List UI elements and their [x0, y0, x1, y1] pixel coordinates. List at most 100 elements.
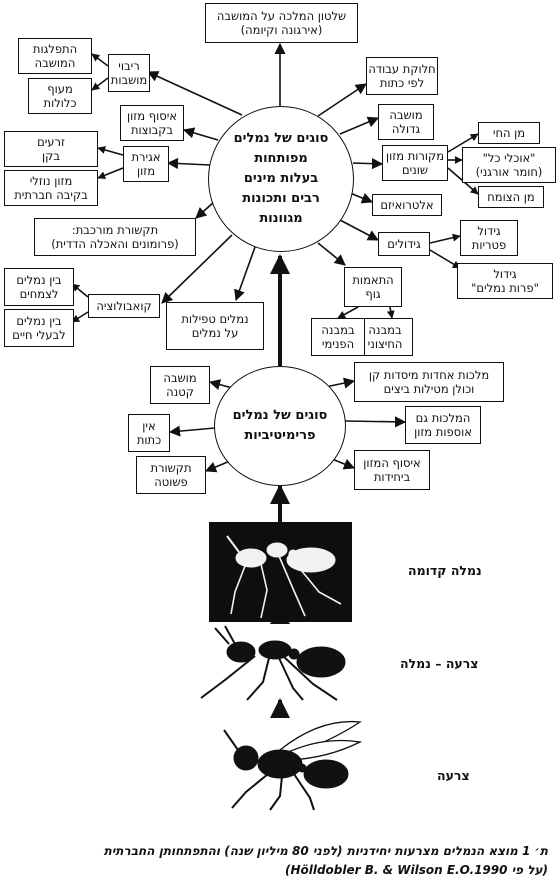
box-line: (אירגונה וקיומה) [240, 23, 323, 37]
box-line: מקורות מזון [386, 148, 444, 163]
primitive-circle-line: פרימיטיביות [244, 428, 316, 443]
advanced-circle-line: סוגים של נמלים [233, 130, 329, 146]
simple-communication-box: תקשורת פשוטה [136, 456, 206, 494]
box-line: גידול [493, 266, 517, 281]
advanced-circle-line: מפותחות [254, 150, 308, 166]
solitary-foraging-box: איסוף המזון ביחידות [354, 450, 430, 490]
fungus-farming-box: גידול פטריות [460, 220, 518, 256]
box-line: לצמחים [19, 287, 59, 301]
box-line: אוספות מזון [414, 425, 472, 439]
box-line: אלטרואיזם [380, 197, 434, 212]
box-line: במבנה [321, 322, 355, 337]
box-line: מן הצומח [487, 189, 535, 204]
box-line: קטנה [166, 385, 194, 399]
ants-animals-box: בין נמלים לבעלי חיים [4, 309, 74, 347]
box-line: (פרומונים והאכלה הדדית) [51, 237, 179, 251]
box-line: (חומר אורגני) [475, 165, 543, 179]
fossil-ant-icon [226, 535, 342, 619]
box-line: כלולות [43, 96, 77, 110]
box-line: וכולן מטילות ביצים [383, 382, 475, 396]
external-structure-box: במבנה החיצוני [357, 318, 413, 356]
primitive-ants-circle: סוגים של נמלים פרימיטיביות [214, 366, 346, 486]
box-line: גוף [365, 287, 381, 301]
no-castes-box: אין כתות [128, 414, 170, 452]
queens-founders-box: מלכות אחדות מיסדות קן וכולן מטילות ביצים [354, 362, 504, 402]
box-line: פשוטה [154, 475, 188, 489]
figure-caption-source: (על פי Hölldobler B. & Wilson E.O.1990) [284, 863, 548, 877]
primitive-circle-line: סוגים של נמלים [232, 407, 328, 423]
stage-label-wasp: צרעה [437, 768, 470, 783]
box-line: הפנימי [321, 337, 355, 351]
box-line: גדולה [391, 122, 421, 136]
box-line: איסוף המזון [363, 455, 421, 470]
box-line: בין נמלים [16, 313, 62, 328]
complex-communication-box: תקשורת מורכבת: (פרומונים והאכלה הדדית) [34, 218, 196, 256]
box-line: במבנה [368, 322, 402, 337]
box-line: מעוף [47, 81, 73, 96]
box-line: מן החי [492, 125, 526, 140]
division-of-labor-box: חלוקת עבודה לפי כתות [366, 57, 438, 95]
body-adaptation-box: התאמות גוף [344, 267, 402, 307]
advanced-circle-line: בעלות מינים [243, 170, 319, 186]
fossil-ant-image [209, 522, 352, 622]
seeds-in-nest-box: זרעים בקן [4, 131, 98, 167]
food-storage-box: אגירת מזון [123, 146, 169, 182]
box-line: לפי כתות [379, 76, 425, 90]
box-line: על נמלים [191, 326, 239, 340]
box-line: בקיבה חברתית [14, 188, 88, 202]
box-line: ביחידות [373, 470, 411, 484]
box-line: החיצוני [367, 337, 403, 351]
box-line: מושבה [389, 107, 423, 122]
box-line: זרעים [37, 134, 65, 149]
box-line: מושבות [110, 73, 148, 87]
wasp-silhouette [223, 720, 363, 811]
box-line: שונים [401, 163, 429, 177]
box-line: חלוקת עבודה [368, 61, 436, 76]
box-line: אין [142, 418, 156, 433]
box-line: קואבולוציה [96, 298, 152, 313]
box-line: בקבוצות [130, 123, 174, 137]
box-line: התאמות [352, 272, 394, 287]
box-line: מזון נוזלי [29, 173, 73, 188]
box-line: גידול [477, 223, 501, 238]
ants-plants-box: בין נמלים לצמחים [4, 268, 74, 306]
advanced-circle-line: מגוונות [259, 211, 303, 227]
box-line: התפלגות [32, 41, 78, 56]
ant-fruit-farming-box: גידול "פרות נמלים" [457, 263, 553, 299]
colony-reproduction-box: ריבוי מושבות [108, 54, 150, 92]
farming-box: גידולים [378, 232, 430, 256]
box-line: "פרות נמלים" [471, 281, 539, 295]
colony-splitting-box: התפלגות המושבה [18, 38, 92, 74]
box-line: לבעלי חיים [12, 328, 66, 342]
box-line: מושבה [163, 370, 197, 385]
stage-label-ancient-ant: נמלה קדומה [408, 563, 482, 578]
food-sources-box: מקורות מזון שונים [382, 145, 448, 181]
box-line: "אוכלי כל" [482, 150, 536, 165]
nuptial-flight-box: מעוף כלולות [28, 78, 92, 114]
figure-caption: ת׳ 1 מוצא הנמלים מצרעות יחידניות (לפני 8… [103, 844, 548, 858]
group-foraging-box: איסוף מזון בקבוצות [120, 105, 184, 141]
liquid-food-box: מזון נוזלי בקיבה חברתית [4, 170, 98, 206]
box-line: המושבה [34, 56, 76, 70]
box-line: פטריות [471, 238, 507, 252]
box-line: מלכות אחדות מיסדות קן [368, 367, 490, 382]
queens-foraging-box: המלכות גם אוספות מזון [405, 406, 481, 444]
large-colony-box: מושבה גדולה [378, 104, 434, 140]
box-line: נמלים טפילות [181, 311, 249, 326]
coevolution-box: קואבולוציה [88, 294, 160, 318]
box-line: תקשורת [150, 460, 192, 475]
internal-structure-box: במבנה הפנימי [311, 318, 365, 356]
parasitic-ants-box: נמלים טפילות על נמלים [166, 302, 264, 350]
advanced-circle-line: רבים ותכונות [242, 191, 320, 207]
small-colony-box: מושבה קטנה [150, 366, 210, 404]
box-line: אגירת [131, 149, 161, 164]
queen-rule-box: שלטון המלכה על המושבה (אירגונה וקיומה) [205, 3, 358, 43]
box-line: תקשורת מורכבת: [71, 222, 159, 237]
advanced-ants-circle: סוגים של נמלים מפותחות בעלות מינים רבים … [208, 106, 354, 252]
omnivores-box: "אוכלי כל" (חומר אורגני) [462, 147, 556, 183]
from-plants-box: מן הצומח [478, 186, 544, 208]
box-line: מזון [136, 164, 156, 178]
box-line: איסוף מזון [127, 108, 177, 123]
box-line: שלטון המלכה על המושבה [216, 8, 347, 23]
